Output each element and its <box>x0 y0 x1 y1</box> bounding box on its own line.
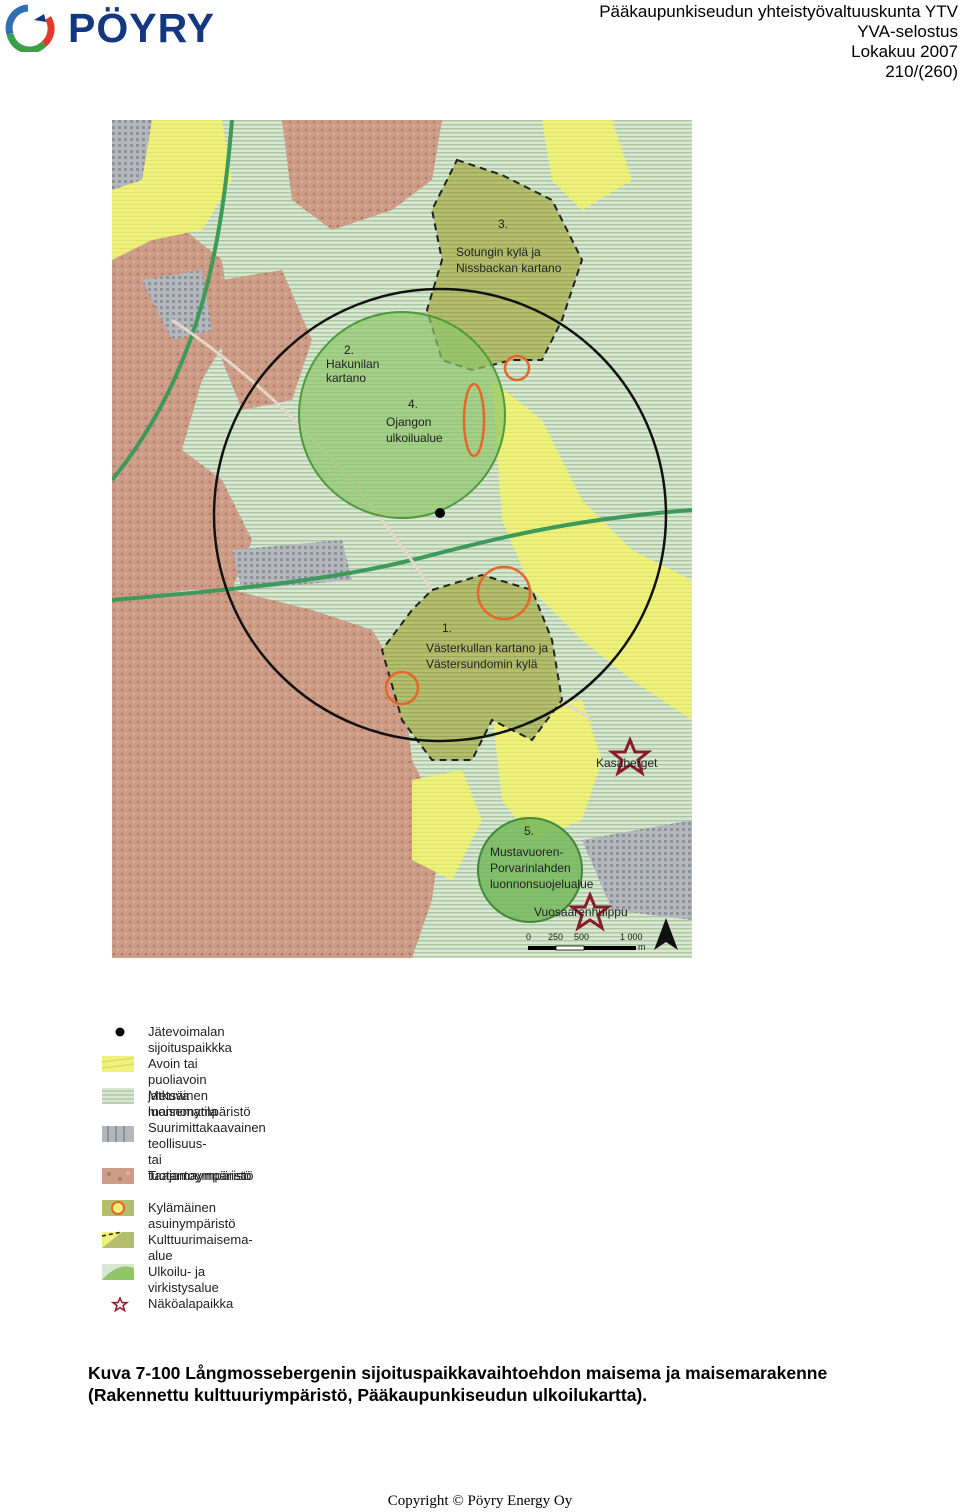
scale-segment-2 <box>555 945 585 951</box>
village-marker-1 <box>503 354 531 382</box>
cultural-area-1 <box>380 573 564 761</box>
industrial-area-4 <box>582 820 692 920</box>
village-marker-2 <box>476 565 532 621</box>
figure-caption: Kuva 7-100 Långmossebergenin sijoituspai… <box>88 1362 948 1406</box>
urban-area-west-north <box>112 220 252 600</box>
header-document-type: YVA-selostus <box>857 22 958 41</box>
legend-label: Kulttuurimaisema-alue <box>148 1232 253 1263</box>
area-3-label-line2: Nissbackan kartano <box>456 261 562 275</box>
header-page-number: 210/(260) <box>885 62 958 81</box>
landscape-map-graphic: 3. Sotungin kylä ja Nissbackan kartano 2… <box>110 119 693 958</box>
area-3-number: 3. <box>498 217 508 231</box>
area-4-label-line2: ulkoilualue <box>386 431 443 445</box>
industrial-swatch <box>102 1126 134 1142</box>
area-3-label-line1: Sotungin kylä ja <box>456 245 541 259</box>
area-2-label-line1: Hakunilan <box>326 357 379 371</box>
area-2-number: 2. <box>344 343 354 357</box>
recreation-area-4 <box>298 311 506 519</box>
scale-tick-0: 0 <box>526 932 531 942</box>
scale-bar: 0 250 500 1 000 m <box>526 932 646 952</box>
viewpoint-star-1 <box>607 736 653 777</box>
urban-swatch <box>102 1168 134 1184</box>
area-1-label-line2: Västersundomin kylä <box>426 657 538 671</box>
poyry-logo-mark-icon <box>5 4 55 52</box>
caption-line-2: (Rakennettu kulttuuriympäristö, Pääkaupu… <box>88 1385 648 1405</box>
urban-area-north <box>282 120 442 230</box>
open-landscape-east <box>492 380 692 720</box>
scale-segment-3 <box>584 946 636 950</box>
caption-line-1: Kuva 7-100 Långmossebergenin sijoituspai… <box>88 1363 828 1383</box>
scale-tick-1000: 1 000 <box>620 932 643 942</box>
viewpoint-label-1: Kasaberget <box>596 756 658 770</box>
open-landscape-swatch <box>101 1056 135 1072</box>
legend-label: Näköalapaikka <box>148 1296 234 1311</box>
forest-swatch <box>102 1088 134 1104</box>
north-arrow-icon <box>654 918 678 950</box>
legend-label: Jätevoimalan sijoituspaikkka <box>148 1024 232 1055</box>
area-5-label-line2: Porvarinlahden <box>490 861 571 875</box>
open-landscape-south <box>412 770 482 880</box>
village-marker-3 <box>384 670 420 706</box>
industrial-area-3 <box>112 120 152 190</box>
area-5-number: 5. <box>524 824 534 838</box>
legend-label: Avoin tai puoliavoin jatkuva maisematila <box>148 1056 218 1119</box>
dot-icon <box>115 1027 125 1037</box>
recreation-area-5 <box>477 817 583 923</box>
area-4-label-line1: Ojangon <box>386 415 431 429</box>
company-name: PÖYRY <box>68 5 216 51</box>
legend-label: Kylämäinen asuinympäristö <box>148 1200 236 1231</box>
scale-segment-1 <box>528 946 556 950</box>
scale-unit: m <box>638 942 646 952</box>
village-marker-4 <box>462 382 486 458</box>
star-icon <box>110 1296 130 1313</box>
impact-radius-circle <box>212 287 668 743</box>
scale-tick-250: 250 <box>548 932 563 942</box>
page-header: Pääkaupunkiseudun yhteistyövaltuuskunta … <box>599 2 958 82</box>
recreation-swatch <box>102 1264 134 1280</box>
area-5-label-line1: Mustavuoren- <box>490 845 563 859</box>
urban-area-south <box>112 590 442 958</box>
scale-tick-500: 500 <box>574 932 589 942</box>
area-4-number: 4. <box>408 397 418 411</box>
legend-label: Metsäinen luonnonympäristö <box>148 1088 251 1119</box>
legend-label: Taajamaympäristö <box>148 1168 254 1183</box>
open-landscape-ne <box>542 120 632 210</box>
area-2-label-line2: kartano <box>326 371 366 385</box>
open-landscape-se <box>492 700 602 840</box>
viewpoint-label-2: Vuosaarenhuippu <box>534 905 628 919</box>
area-5-label-line3: luonnonsuojelualue <box>490 877 594 891</box>
cultural-area-3 <box>425 158 584 372</box>
legend-label: Ulkoilu- ja virkistysalue <box>148 1264 219 1295</box>
village-swatch <box>102 1200 134 1216</box>
poyry-logo: PÖYRY <box>4 4 264 52</box>
cultural-landscape-swatch <box>101 1231 134 1248</box>
legend-label: Suurimittakaavainen teollisuus- tai tuot… <box>148 1120 266 1183</box>
area-1-number: 1. <box>442 621 452 635</box>
viewpoint-star-2 <box>567 891 613 932</box>
highway-north <box>110 119 234 482</box>
plant-location-dot <box>435 508 445 518</box>
landscape-map: 3. Sotungin kylä ja Nissbackan kartano 2… <box>110 119 693 958</box>
header-date: Lokakuu 2007 <box>851 42 958 61</box>
copyright-footer: Copyright © Pöyry Energy Oy <box>387 1493 573 1509</box>
area-1-label-line1: Västerkullan kartano ja <box>426 641 548 655</box>
header-organization: Pääkaupunkiseudun yhteistyövaltuuskunta … <box>599 2 958 21</box>
